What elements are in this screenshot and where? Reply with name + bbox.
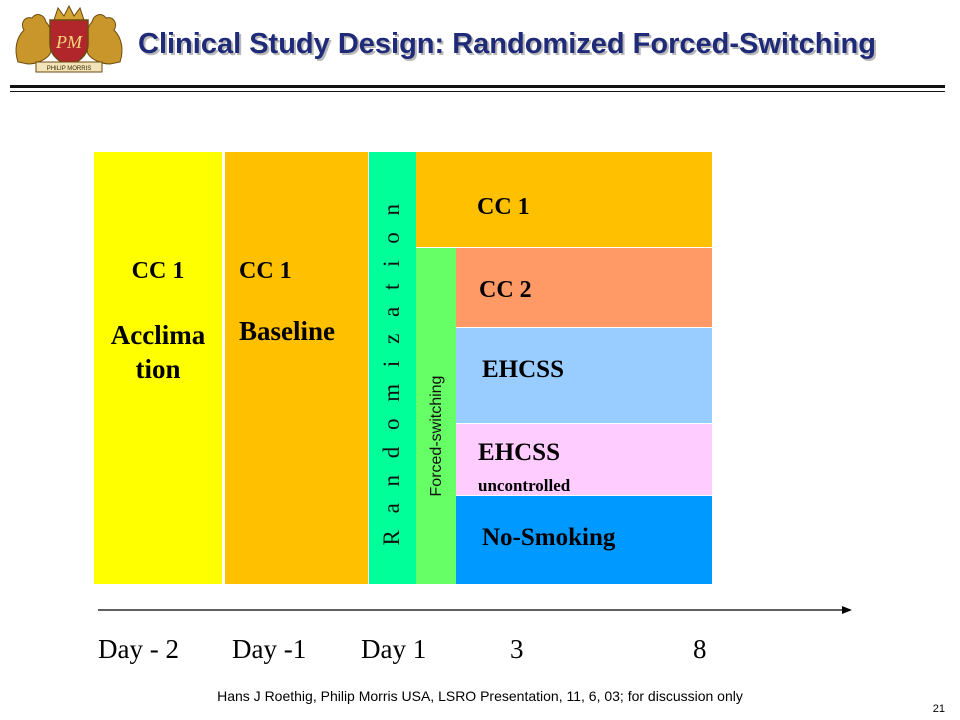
forced-switching-label: Forced-switching: [428, 375, 445, 497]
arm-divider: [456, 423, 712, 424]
arm-ehcss-uncontrolled-block: [456, 424, 712, 496]
footer-note: Hans J Roethig, Philip Morris USA, LSRO …: [217, 688, 743, 704]
arm-divider: [456, 327, 712, 328]
philip-morris-crest-icon: PM PHILIP MORRIS: [10, 4, 128, 74]
randomization-block: [369, 152, 416, 584]
title-divider: [10, 85, 945, 88]
day-label: Day - 2: [98, 634, 179, 664]
arm-ehcss-label: EHCSS: [482, 356, 564, 383]
arm-ehcss-uncontrolled-label: EHCSS: [478, 439, 560, 466]
arm-cc2-block: [456, 248, 712, 328]
page-title: Clinical Study Design: Randomized Forced…: [138, 28, 876, 60]
arm-cc2-label: CC 2: [479, 277, 532, 303]
page-number: 21: [932, 703, 945, 715]
acclimation-cc-label: CC 1: [131, 258, 185, 284]
forced-switching-block: [416, 248, 457, 584]
logo-banner: PHILIP MORRIS: [47, 66, 92, 72]
randomization-label: R a n d o m i z a t i o n: [379, 198, 404, 546]
acclimation-phase-block: [94, 152, 222, 584]
baseline-label: Baseline: [239, 316, 336, 346]
arm-cc1-label: CC 1: [477, 194, 530, 220]
logo-monogram: PM: [55, 32, 83, 52]
day-label: Day 1: [361, 634, 427, 664]
arm-ehcss-uncontrolled-sublabel: uncontrolled: [478, 476, 571, 495]
acclimation-label-line1: Acclima: [110, 320, 206, 350]
day-label: 8: [693, 634, 707, 664]
baseline-phase-block: [225, 152, 368, 584]
title-divider-thin: [10, 91, 945, 92]
arm-cc1-block: [416, 152, 712, 248]
day-label: 3: [510, 634, 524, 664]
baseline-cc-label: CC 1: [239, 258, 292, 284]
day-label: Day -1: [232, 634, 307, 664]
acclimation-label-line2: tion: [135, 354, 181, 384]
timeline-arrow: [98, 600, 858, 620]
arm-divider: [456, 495, 712, 496]
arm-divider: [416, 247, 712, 248]
arm-ehcss-block: [456, 328, 712, 424]
arm-no-smoking-label: No-Smoking: [482, 524, 616, 551]
arm-no-smoking-block: [456, 496, 712, 584]
